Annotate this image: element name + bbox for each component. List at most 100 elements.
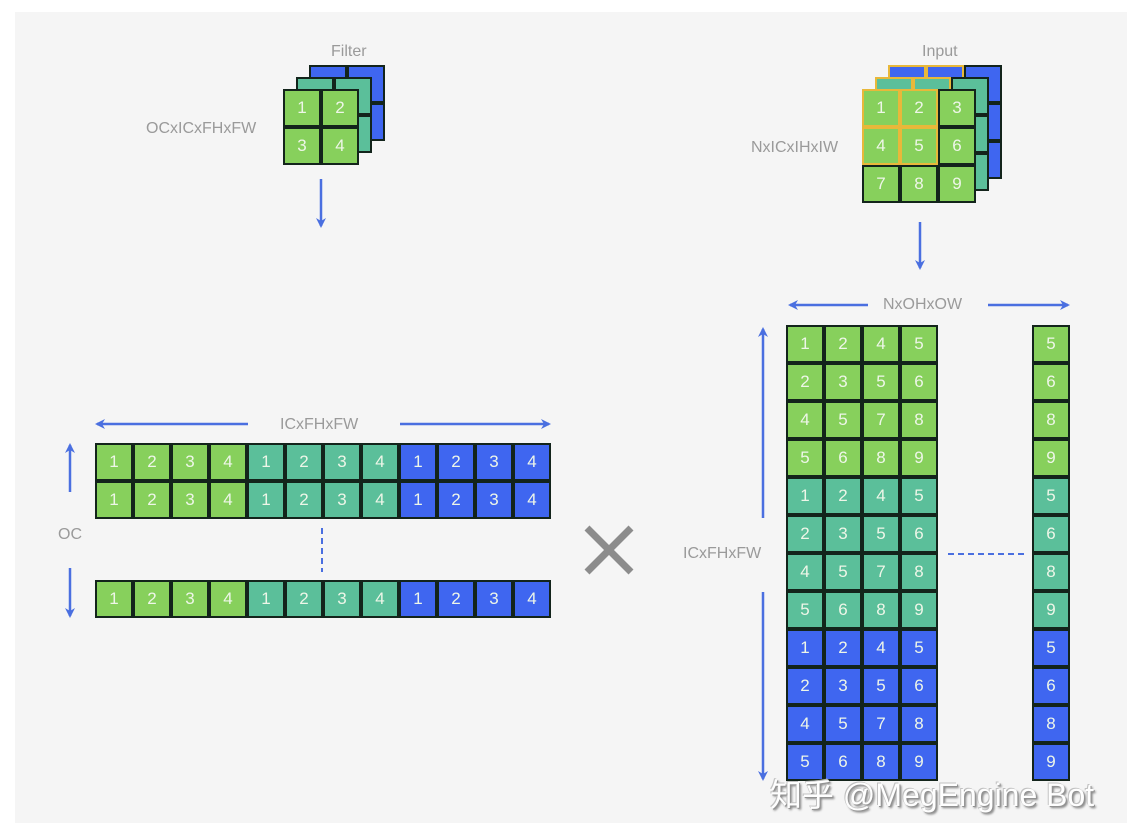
filter-matrix-cell: 4 [513, 580, 551, 618]
input-matrix-cell: 9 [900, 743, 938, 781]
input-matrix-cell: 6 [900, 667, 938, 705]
input-matrix-cell: 5 [824, 553, 862, 591]
filter-matrix-cell: 2 [437, 580, 475, 618]
filter-matrix-cell: 3 [171, 443, 209, 481]
input-cell: 6 [938, 127, 976, 165]
filter-matrix-cell: 4 [513, 481, 551, 519]
input-matrix-cell: 5 [900, 477, 938, 515]
input-matrix-cell: 4 [862, 325, 900, 363]
input-matrix-last-column-cell: 8 [1032, 553, 1070, 591]
filter-matrix-width-label: ICxFHxFW [280, 416, 359, 433]
input-matrix-last-column-cell: 6 [1032, 667, 1070, 705]
filter-matrix-cell: 4 [361, 443, 399, 481]
input-matrix-cell: 4 [786, 705, 824, 743]
input-matrix-cell: 6 [824, 591, 862, 629]
input-matrix-cell: 5 [824, 705, 862, 743]
input-matrix-cell: 8 [900, 401, 938, 439]
filter-matrix-cell: 2 [285, 580, 323, 618]
input-matrix-last-column-cell: 5 [1032, 325, 1070, 363]
filter-matrix-height-label: OC [58, 526, 82, 543]
input-cell: 9 [938, 165, 976, 203]
filter-matrix-cell: 1 [247, 580, 285, 618]
filter-matrix-cell: 4 [513, 443, 551, 481]
filter-matrix-cell: 2 [285, 481, 323, 519]
filter-matrix-cell: 1 [95, 481, 133, 519]
input-matrix-cell: 5 [862, 667, 900, 705]
filter-matrix-cell: 3 [475, 481, 513, 519]
input-shape-label: NxICxIHxIW [751, 139, 839, 156]
filter-matrix-cell: 1 [247, 481, 285, 519]
input-cell-highlighted: 4 [862, 127, 900, 165]
input-matrix-cell: 7 [862, 705, 900, 743]
input-matrix-cell: 9 [900, 439, 938, 477]
filter-matrix-cell: 4 [209, 443, 247, 481]
input-matrix-cell: 1 [786, 477, 824, 515]
filter-matrix-cell: 2 [437, 481, 475, 519]
filter-matrix-cell: 4 [361, 481, 399, 519]
input-matrix-last-column-cell: 9 [1032, 439, 1070, 477]
filter-matrix-cell: 3 [323, 580, 361, 618]
input-matrix-last-column-cell: 8 [1032, 401, 1070, 439]
input-matrix-cell: 8 [900, 553, 938, 591]
input-matrix-cell: 7 [862, 401, 900, 439]
filter-title: Filter [331, 43, 367, 60]
filter-matrix-cell: 2 [133, 443, 171, 481]
input-matrix-cell: 5 [786, 439, 824, 477]
input-matrix-last-column-cell: 9 [1032, 743, 1070, 781]
input-matrix-cell: 8 [900, 705, 938, 743]
filter-shape-label: OCxICxFHxFW [146, 120, 257, 137]
filter-cell: 3 [283, 127, 321, 165]
input-matrix-cell: 7 [862, 553, 900, 591]
filter-matrix-cell: 1 [399, 580, 437, 618]
input-matrix-cell: 5 [824, 401, 862, 439]
input-matrix-cell: 2 [786, 667, 824, 705]
input-matrix-width-label: NxOHxOW [883, 296, 963, 313]
input-cell-highlighted: 2 [900, 89, 938, 127]
input-matrix-cell: 8 [862, 439, 900, 477]
filter-matrix-cell: 4 [361, 580, 399, 618]
input-matrix-last-column-cell: 9 [1032, 591, 1070, 629]
input-matrix-cell: 2 [786, 363, 824, 401]
input-cell: 3 [938, 89, 976, 127]
input-matrix-cell: 5 [900, 325, 938, 363]
input-matrix-last-column-cell: 8 [1032, 705, 1070, 743]
filter-matrix-cell: 3 [171, 580, 209, 618]
input-cell: 8 [900, 165, 938, 203]
input-matrix-cell: 4 [862, 477, 900, 515]
input-matrix-cell: 2 [786, 515, 824, 553]
input-matrix-cell: 4 [786, 401, 824, 439]
filter-matrix-cell: 2 [437, 443, 475, 481]
input-matrix-last-column-cell: 6 [1032, 363, 1070, 401]
filter-matrix-cell: 2 [133, 580, 171, 618]
filter-matrix-cell: 4 [209, 580, 247, 618]
input-matrix-last-column-cell: 5 [1032, 477, 1070, 515]
input-matrix-cell: 2 [824, 629, 862, 667]
filter-matrix-cell: 1 [247, 443, 285, 481]
input-matrix-cell: 5 [786, 591, 824, 629]
input-matrix-cell: 9 [900, 591, 938, 629]
input-matrix-last-column-cell: 6 [1032, 515, 1070, 553]
filter-matrix-cell: 1 [399, 481, 437, 519]
filter-matrix-cell: 3 [171, 481, 209, 519]
input-matrix-cell: 6 [824, 743, 862, 781]
input-matrix-cell: 3 [824, 515, 862, 553]
filter-cell: 1 [283, 89, 321, 127]
input-matrix-cell: 8 [862, 743, 900, 781]
input-cell-highlighted: 5 [900, 127, 938, 165]
input-title: Input [922, 43, 958, 60]
filter-matrix-cell: 1 [399, 443, 437, 481]
input-matrix-cell: 4 [862, 629, 900, 667]
multiply-icon [584, 525, 634, 575]
input-matrix-cell: 5 [900, 629, 938, 667]
input-matrix-height-label: ICxFHxFW [683, 545, 762, 562]
input-matrix-cell: 2 [824, 477, 862, 515]
watermark: 知乎 @MegEngine Bot [770, 777, 1095, 813]
filter-matrix-cell: 3 [323, 443, 361, 481]
input-matrix-cell: 4 [786, 553, 824, 591]
filter-matrix-cell: 3 [475, 443, 513, 481]
input-cell: 7 [862, 165, 900, 203]
filter-matrix-cell: 1 [95, 443, 133, 481]
filter-cell: 2 [321, 89, 359, 127]
input-matrix-cell: 6 [900, 515, 938, 553]
